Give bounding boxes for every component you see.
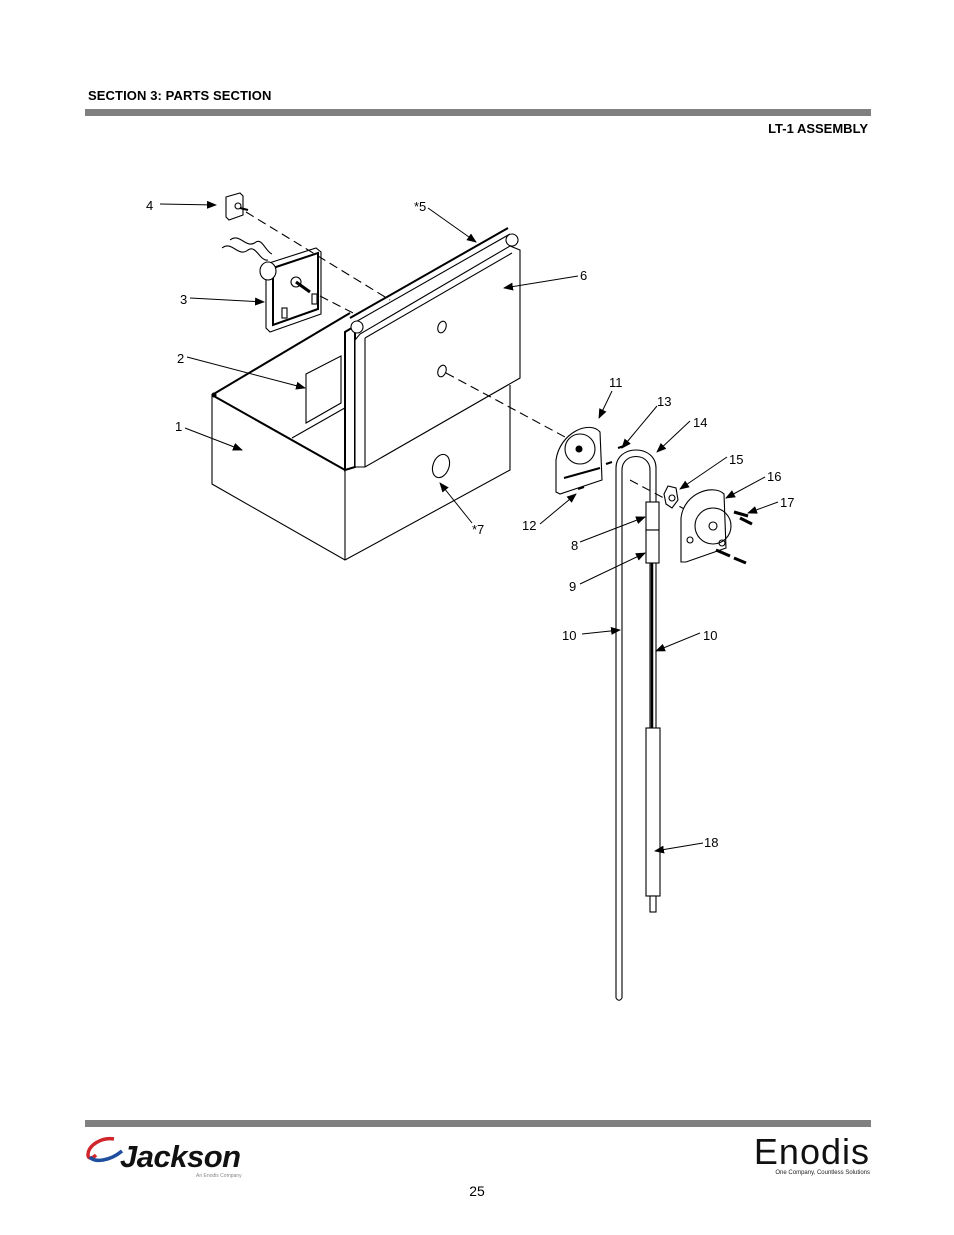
callout-9: 9 — [569, 579, 576, 594]
callout-1: 1 — [175, 419, 182, 434]
callout-4: 4 — [146, 198, 153, 213]
callout-10-right: 10 — [703, 628, 717, 643]
jackson-wordmark: Jackson — [120, 1139, 241, 1174]
callout-6: 6 — [580, 268, 587, 283]
callout-15: 15 — [729, 452, 743, 467]
clamp — [663, 485, 679, 509]
switch-knob — [225, 192, 249, 221]
bracket-left — [555, 426, 625, 495]
callout-10-left: 10 — [562, 628, 576, 643]
callout-16: 16 — [767, 469, 781, 484]
tube-assembly — [615, 449, 661, 1001]
header-rule — [85, 109, 871, 116]
callout-8: 8 — [571, 538, 578, 553]
jackson-subtitle: An Enodis Company — [196, 1173, 242, 1179]
callout-3: 3 — [180, 292, 187, 307]
bracket-right — [680, 489, 753, 565]
section-title: SECTION 3: PARTS SECTION — [88, 88, 272, 103]
enodis-tagline: One Company, Countless Solutions — [775, 1170, 870, 1176]
enodis-wordmark: Enodis — [753, 1131, 870, 1172]
callout-18: 18 — [704, 835, 718, 850]
callout-17: 17 — [780, 495, 794, 510]
footer-rule — [85, 1120, 871, 1127]
jackson-swoosh-icon — [86, 1136, 124, 1163]
callout-5: *5 — [414, 199, 426, 214]
jackson-logo: Jackson An Enodis Company — [84, 1133, 264, 1183]
cover-panel — [344, 227, 521, 472]
callout-12: 12 — [522, 518, 536, 533]
callout-7: *7 — [472, 522, 484, 537]
enodis-logo: Enodis One Company, Countless Solutions — [740, 1134, 870, 1180]
page-number: 25 — [469, 1183, 485, 1199]
label-plate — [305, 355, 342, 424]
assembly-title: LT-1 ASSEMBLY — [768, 121, 868, 136]
callout-13: 13 — [657, 394, 671, 409]
callout-14: 14 — [693, 415, 707, 430]
callout-11: 11 — [609, 375, 623, 390]
housing-box — [211, 312, 511, 561]
switch — [221, 237, 322, 333]
callout-2: 2 — [177, 351, 184, 366]
